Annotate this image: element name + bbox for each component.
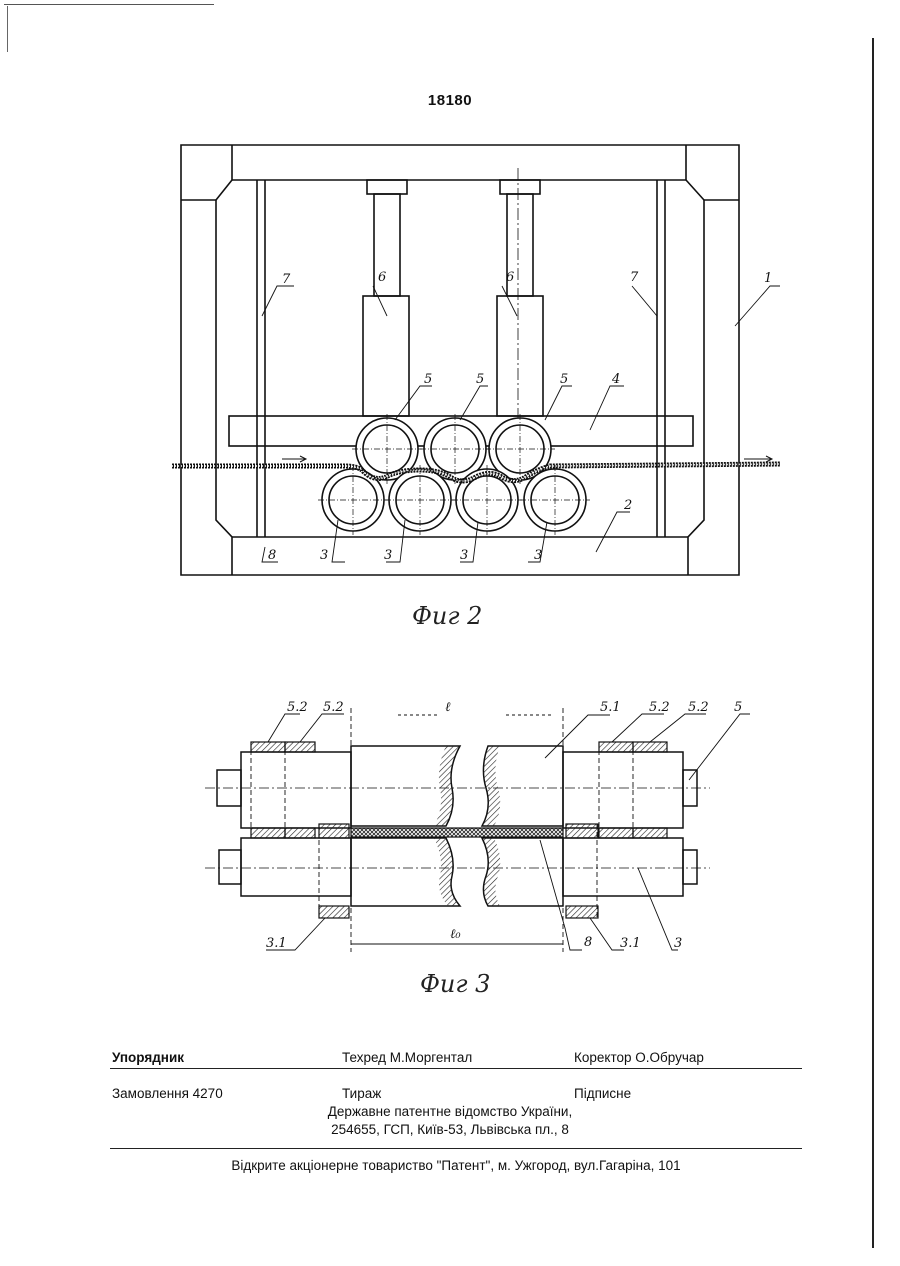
ring	[251, 742, 285, 752]
label-6-right: 6	[506, 270, 514, 285]
footer-rule-top	[110, 1068, 802, 1069]
lower-ring	[319, 824, 349, 838]
label-3-c: 3	[460, 548, 468, 563]
compiler-label: Упорядник	[112, 1050, 184, 1065]
publisher-line: Відкрите акціонерне товариство "Патент",…	[110, 1158, 802, 1173]
label-3-b: 3	[384, 548, 392, 563]
label-5-2: 5.2	[688, 700, 709, 715]
label-3: 3	[674, 936, 682, 951]
figure-3-drawing	[217, 746, 697, 906]
label-3-d: 3	[534, 548, 542, 563]
label-7-right: 7	[630, 270, 639, 285]
strip-section	[351, 828, 563, 837]
techred-credit: Техред М.Моргентал	[342, 1050, 472, 1065]
label-5-2: 5.2	[649, 700, 670, 715]
label-4: 4	[611, 372, 620, 387]
ring	[599, 828, 633, 838]
subscription-label: Підписне	[574, 1086, 631, 1101]
lower-roll-shaft-right	[563, 838, 697, 896]
lower-ring	[319, 906, 349, 918]
label-3-1: 3.1	[266, 936, 287, 951]
label-length-l0: ℓ₀	[450, 927, 461, 942]
label-5: 5	[734, 700, 742, 715]
label-1: 1	[764, 271, 772, 286]
ring	[285, 742, 315, 752]
cylinder-right	[497, 180, 543, 416]
ring	[599, 742, 633, 752]
ring	[285, 828, 315, 838]
label-3-a: 3	[320, 548, 328, 563]
label-5-2: 5.2	[323, 700, 344, 715]
order-number: Замовлення 4270	[112, 1086, 223, 1101]
lower-ring	[566, 906, 598, 918]
lower-ring	[566, 824, 598, 838]
upper-roll-shaft-left	[217, 752, 351, 828]
label-6-left: 6	[378, 270, 386, 285]
label-7-left: 7	[282, 272, 291, 287]
upper-roll-shaft-right	[563, 752, 697, 828]
lower-roll-shaft-left	[219, 838, 351, 896]
ring	[251, 828, 285, 838]
figure-2-caption: Фиг 2	[412, 602, 482, 630]
patent-office-name: Державне патентне відомство України,	[220, 1104, 680, 1119]
label-5-a: 5	[424, 372, 432, 387]
ring	[633, 742, 667, 752]
label-5-b: 5	[476, 372, 484, 387]
patent-office-address: 254655, ГСП, Київ-53, Львівська пл., 8	[220, 1122, 680, 1137]
label-2: 2	[623, 498, 632, 513]
label-5-1: 5.1	[600, 700, 621, 715]
label-5-2: 5.2	[287, 700, 308, 715]
footer-rule-bottom	[110, 1148, 802, 1149]
label-3-1: 3.1	[620, 936, 641, 951]
corrector-credit: Коректор О.Обручар	[574, 1050, 704, 1065]
label-length-l: ℓ	[445, 700, 451, 715]
figure-3-caption: Фиг 3	[420, 970, 490, 998]
label-8: 8	[584, 935, 592, 950]
label-5-c: 5	[560, 372, 568, 387]
label-8: 8	[268, 548, 276, 563]
cylinder-left	[363, 180, 409, 416]
ring	[633, 828, 667, 838]
circulation-label: Тираж	[342, 1086, 381, 1101]
